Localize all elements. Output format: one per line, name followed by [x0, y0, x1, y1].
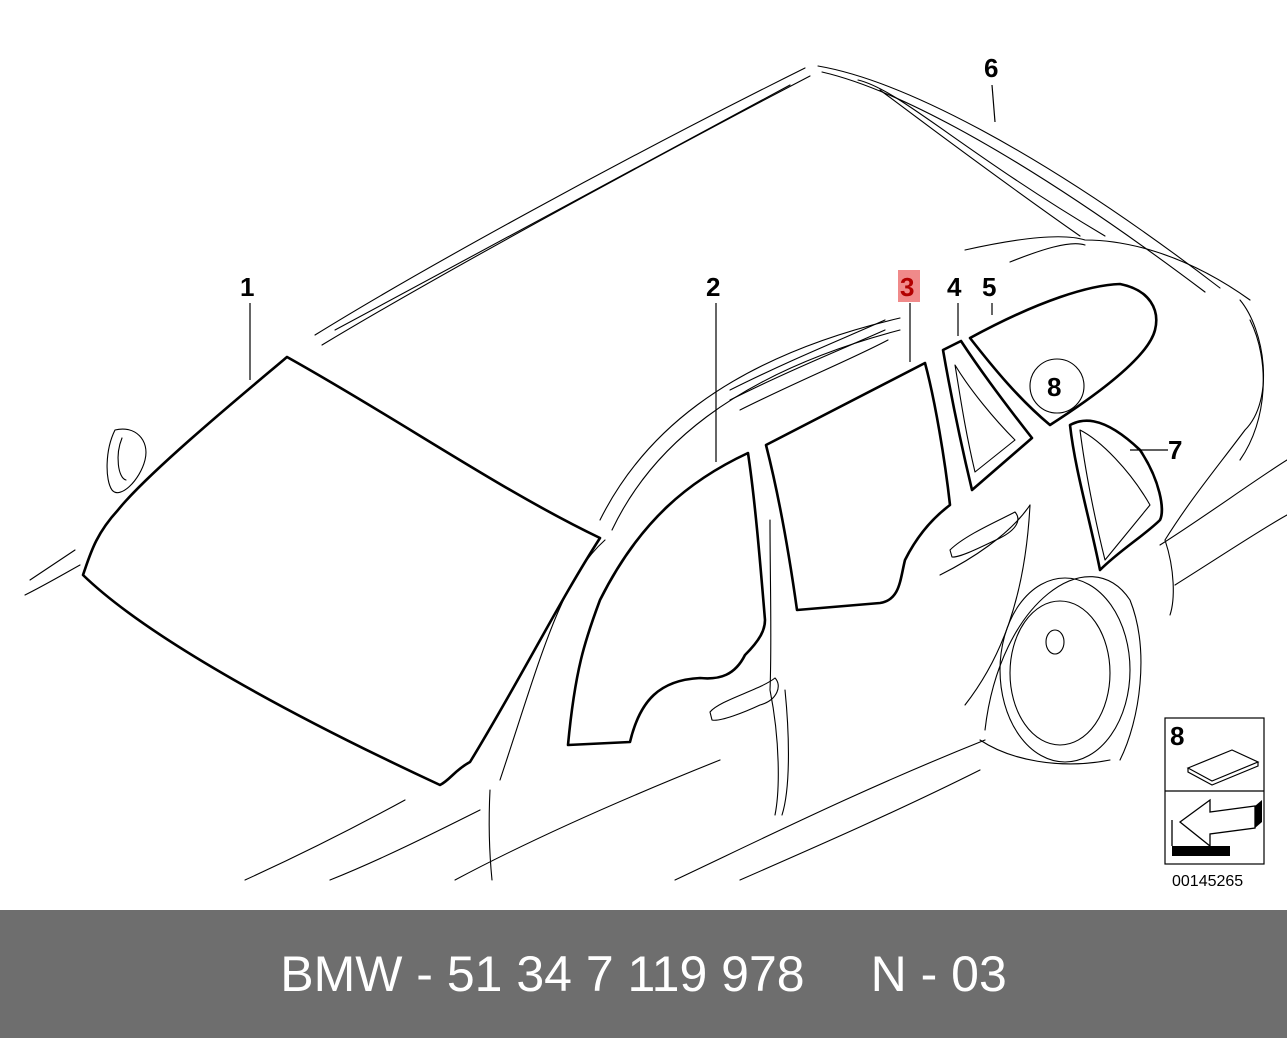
callout-8: 8: [1047, 372, 1061, 402]
callout-2: 2: [706, 272, 720, 302]
callout-5: 5: [982, 272, 996, 302]
legend-label-8: 8: [1170, 721, 1184, 751]
callout-4: 4: [947, 272, 962, 302]
part-number-text: BMW - 51 34 7 119 978: [280, 946, 805, 1002]
legend-box: 8: [1164, 717, 1265, 865]
front-door-glass: [566, 451, 767, 747]
callout-1: 1: [240, 272, 254, 302]
callout-8-circle: [1029, 358, 1085, 414]
callout-6: 6: [984, 53, 998, 83]
car-glazing-illustration: 1 2 3 4 5 6 7 8 8 00145265: [24, 53, 1287, 890]
rear-door-glass: [764, 361, 952, 612]
callout-3: 3: [900, 272, 914, 302]
leader-lines: [249, 84, 1168, 462]
callout-7: 7: [1168, 435, 1182, 465]
parts-diagram: 1 2 3 4 5 6 7 8 8 00145265: [24, 53, 1287, 890]
document-number: 00145265: [1172, 873, 1243, 890]
callout-3-highlight: [898, 270, 920, 302]
rear-side-window-glass: [968, 282, 1158, 427]
quarter-vent-glass: [941, 339, 1034, 492]
rear-quarter-glass: [1068, 419, 1164, 572]
car-body-outline: [24, 65, 1287, 881]
part-number-footer: BMW - 51 34 7 119 978 N - 03: [0, 910, 1287, 1038]
reference-code-text: N - 03: [870, 946, 1007, 1002]
windscreen-glass: [81, 355, 602, 787]
reference-arrow-icon: [1171, 798, 1262, 856]
